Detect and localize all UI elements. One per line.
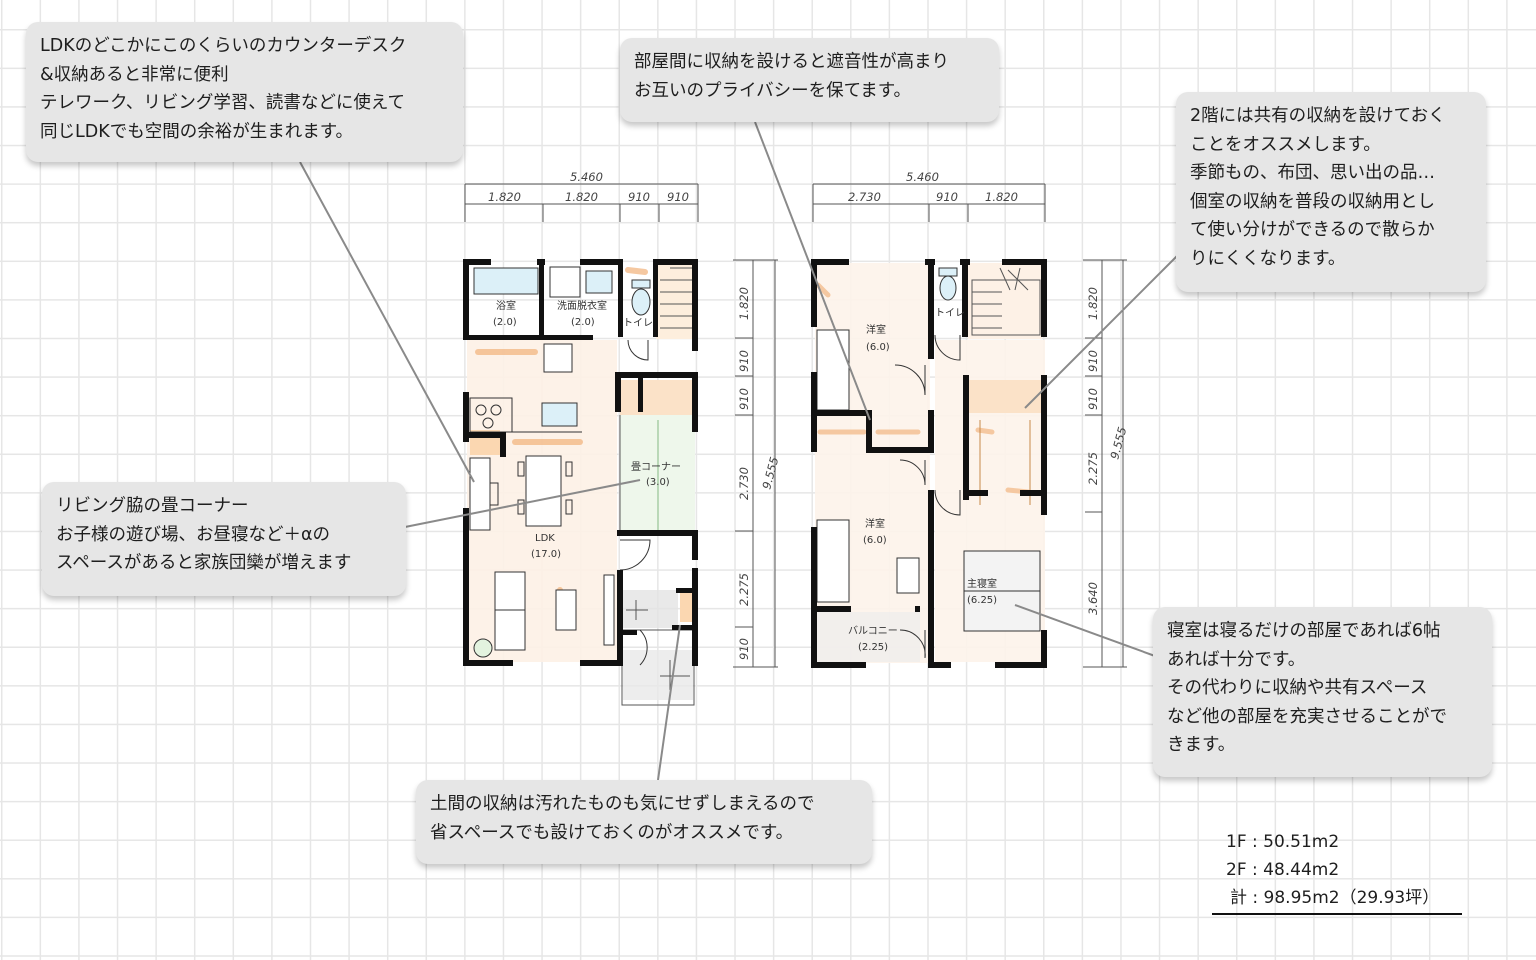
area-total: 計 : 98.95m2（29.93坪） <box>1212 884 1462 915</box>
floor-1-width-dim: 910 <box>628 190 650 204</box>
note-line: LDKのどこかにこのくらいのカウンターデスク <box>40 36 407 56</box>
note-line: など他の部屋を充実させることがで <box>1167 706 1447 727</box>
room-label-toilet-1f: トイレ <box>623 318 653 329</box>
note-counter-desk: LDKのどこかにこのくらいのカウンターデスク &収納あると非常に便利 テレワーク… <box>26 22 463 162</box>
note-line: テレワーク、リビング学習、読書などに使えて <box>40 93 406 113</box>
note-line: その代わりに収納や共有スペース <box>1167 678 1428 698</box>
note-line: お互いのプライバシーを保てます。 <box>634 80 912 101</box>
floor-2-depth-dim: 2.275 <box>1086 452 1100 485</box>
area-1f: 1F : 50.51m2 <box>1226 832 1340 852</box>
area-summary: 1F : 50.51m2 2F : 48.44m2 計 : 98.95m2（29… <box>1212 828 1462 915</box>
room-size-tatami: (3.0) <box>646 477 670 488</box>
room-size-washroom: (2.0) <box>571 317 595 328</box>
floor-2-width-dim: 910 <box>936 190 958 204</box>
room-label-bath: 浴室 <box>496 299 516 312</box>
area-2f: 2F : 48.44m2 <box>1226 860 1340 880</box>
floor-1-plan: 5.460 1.820 1.820 910 910 1.820 910 910 … <box>463 170 781 706</box>
note-line: 寝室は寝るだけの部屋であれば6帖 <box>1167 621 1441 641</box>
floor-2-depth-dim: 1.820 <box>1086 287 1100 320</box>
note-bedroom: 寝室は寝るだけの部屋であれば6帖 あれば十分です。 その代わりに収納や共有スペー… <box>1153 607 1492 777</box>
note-line: リビング脇の畳コーナー <box>56 496 249 516</box>
room-label-toilet-2f: トイレ <box>935 308 965 319</box>
floor-2-width-dim: 2.730 <box>848 190 881 204</box>
note-line: 2階には共有の収納を設けておく <box>1190 106 1446 126</box>
room-size-western-1: (6.0) <box>866 342 890 353</box>
floor-1-width-dim: 1.820 <box>488 190 521 204</box>
floor-1-depth-dim: 2.275 <box>737 573 751 606</box>
room-size-ldk: (17.0) <box>531 549 561 560</box>
note-doma-storage: 土間の収納は汚れたものも気にせずしまえるので 省スペースでも設けておくのがオスス… <box>416 780 872 864</box>
note-line: &収納あると非常に便利 <box>40 64 229 85</box>
note-line: きます。 <box>1167 735 1236 755</box>
room-label-tatami: 畳コーナー <box>631 461 681 473</box>
floor-1-width-dim: 1.820 <box>565 190 598 204</box>
floor-2-depth-dim: 910 <box>1086 388 1100 410</box>
floor-1-depth-dim: 910 <box>737 638 751 660</box>
floor-1-depth-dim: 910 <box>737 350 751 372</box>
room-label-balcony: バルコニー <box>848 625 898 637</box>
floor-2-total-depth: 9.555 <box>1107 425 1129 460</box>
floor-1-depth-dim: 910 <box>737 388 751 410</box>
note-line: 部屋間に収納を設けると遮音性が高まり <box>634 52 949 72</box>
floor-2-plan: 5.460 2.730 910 1.820 1.820 910 910 2.27… <box>811 170 1129 668</box>
room-label-master-bedroom: 主寝室 <box>967 577 997 590</box>
note-line: 季節もの、布団、思い出の品… <box>1190 163 1435 183</box>
floor-1-total-width: 5.460 <box>570 170 603 184</box>
room-label-western-1: 洋室 <box>866 323 886 336</box>
note-room-storage: 部屋間に収納を設けると遮音性が高まり お互いのプライバシーを保てます。 <box>620 38 999 122</box>
note-line: スペースがあると家族団欒が増えます <box>56 553 352 573</box>
note-line: りにくくなります。 <box>1190 248 1346 269</box>
note-line: 個室の収納を普段の収納用とし <box>1190 191 1435 212</box>
note-tatami-corner: リビング脇の畳コーナー お子様の遊び場、お昼寝など＋αの スペースがあると家族団… <box>42 482 406 596</box>
note-line: お子様の遊び場、お昼寝など＋αの <box>56 524 331 545</box>
note-line: あれば十分です。 <box>1167 649 1306 670</box>
room-label-ldk: LDK <box>535 533 555 544</box>
room-label-western-2: 洋室 <box>865 517 885 530</box>
floor-2-depth-dim: 910 <box>1086 350 1100 372</box>
floor-2-width-dim: 1.820 <box>985 190 1018 204</box>
floor-1-depth-dim: 2.730 <box>737 467 751 500</box>
room-size-balcony: (2.25) <box>858 642 888 653</box>
note-line: 土間の収納は汚れたものも気にせずしまえるので <box>430 794 815 814</box>
note-shared-storage: 2階には共有の収納を設けておく ことをオススメします。 季節もの、布団、思い出の… <box>1176 92 1486 292</box>
room-size-western-2: (6.0) <box>863 535 887 546</box>
floor-1-depth-dim: 1.820 <box>737 287 751 320</box>
floor-1-total-depth: 9.555 <box>759 455 781 490</box>
floor-1-width-dim: 910 <box>667 190 689 204</box>
note-line: ことをオススメします。 <box>1190 134 1381 155</box>
floor-2-total-width: 5.460 <box>906 170 939 184</box>
note-line: て使い分けができるので散らか <box>1190 220 1435 240</box>
room-label-washroom: 洗面脱衣室 <box>557 299 607 312</box>
note-line: 同じLDKでも空間の余裕が生まれます。 <box>40 121 353 142</box>
room-size-bath: (2.0) <box>493 317 517 328</box>
floor-2-depth-dim: 3.640 <box>1086 582 1100 615</box>
floor-1-walls <box>463 259 698 666</box>
note-line: 省スペースでも設けておくのがオススメです。 <box>430 822 794 843</box>
room-size-master-bedroom: (6.25) <box>967 595 997 606</box>
